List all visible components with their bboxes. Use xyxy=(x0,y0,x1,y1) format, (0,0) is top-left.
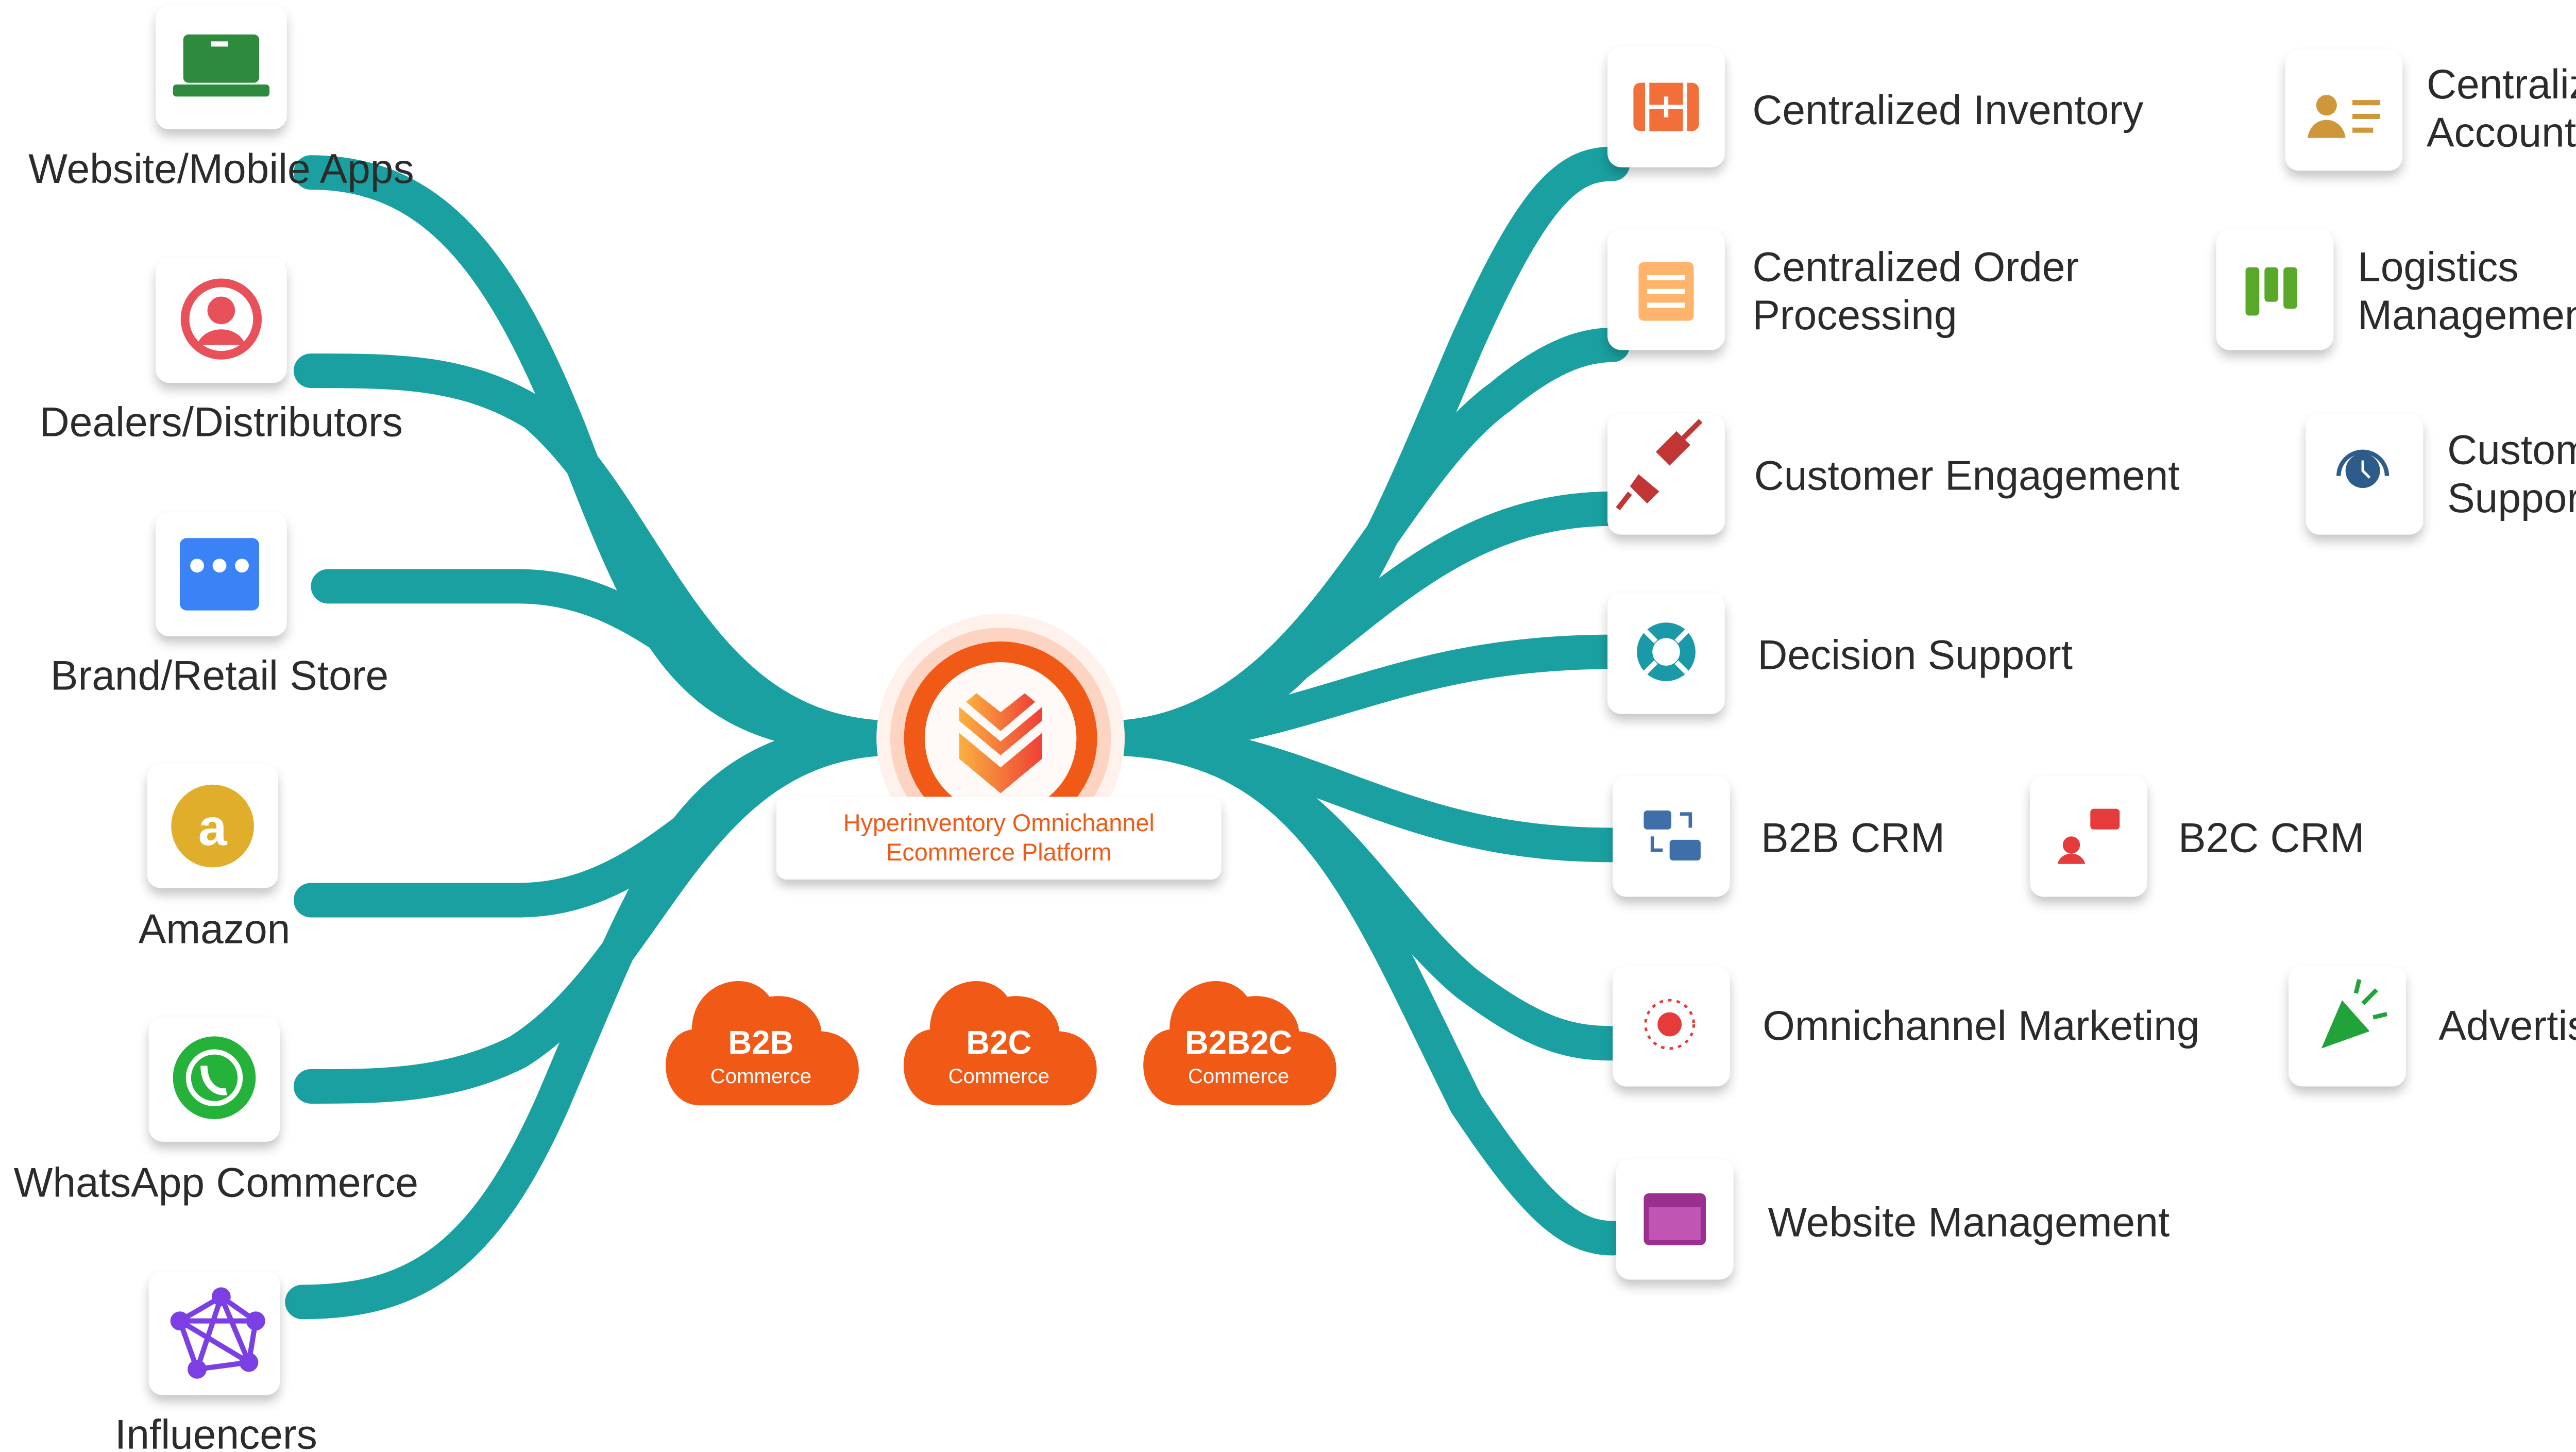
feature-label-line2: Accounting xyxy=(2427,109,2576,156)
channel-label: Dealers/Distributors xyxy=(40,399,403,446)
plug-icon xyxy=(1616,419,1703,511)
headset-clock-icon xyxy=(2336,449,2389,488)
feature-label: Website Management xyxy=(1768,1200,2170,1246)
channel-label: Website/Mobile Apps xyxy=(28,146,414,192)
cloud-b2c: B2C Commerce xyxy=(903,981,1097,1106)
feature-centralized-inventory: Centralized Inventory xyxy=(1607,46,2143,167)
cloud-subtitle: Commerce xyxy=(710,1065,811,1088)
accounting-icon xyxy=(2308,95,2380,138)
feature-customer-support: Customer Support xyxy=(2306,414,2576,535)
platform-title-line2: Ecommerce Platform xyxy=(886,839,1111,866)
channel-label: Amazon xyxy=(139,906,291,953)
cloud-title: B2C xyxy=(966,1024,1031,1061)
store-icon xyxy=(180,538,260,611)
feature-omnichannel-marketing: Omnichannel Marketing xyxy=(1613,966,2200,1087)
cloud-subtitle: Commerce xyxy=(948,1065,1049,1088)
center-hub: Hyperinventory Omnichannel Ecommerce Pla… xyxy=(776,614,1222,880)
platform-label-box xyxy=(776,797,1222,880)
feature-label: B2C CRM xyxy=(2178,815,2364,861)
channel-influencers: Influencers xyxy=(115,1271,317,1452)
order-list-icon xyxy=(1638,262,1694,321)
channel-brand-retail-store: Brand/Retail Store xyxy=(50,512,388,699)
feature-b2c-crm: B2C CRM xyxy=(2030,776,2364,897)
marketing-icon xyxy=(1644,999,1696,1050)
cloud-icon xyxy=(1143,981,1336,1106)
platform-title-line1: Hyperinventory Omnichannel xyxy=(843,809,1155,836)
logistics-icon xyxy=(2245,267,2297,316)
svg-text:a: a xyxy=(198,799,228,856)
b2b-crm-icon xyxy=(1643,810,1701,861)
channel-amazon: a Amazon xyxy=(139,764,291,953)
channel-website-mobile-apps: Website/Mobile Apps xyxy=(28,5,414,192)
lifebuoy-icon xyxy=(1637,622,1696,681)
cloud-icon xyxy=(903,981,1097,1106)
cloud-b2b: B2B Commerce xyxy=(666,981,859,1106)
feature-label-line1: Customer xyxy=(2447,427,2576,473)
feature-label: B2B CRM xyxy=(1761,815,1945,861)
feature-centralized-accounting: Centralized Accounting xyxy=(2285,50,2576,171)
feature-website-management: Website Management xyxy=(1616,1159,2170,1280)
whatsapp-icon xyxy=(173,1036,256,1120)
b2c-crm-icon xyxy=(2057,808,2120,864)
browser-window-icon xyxy=(1643,1193,1706,1245)
feature-label: Advertising xyxy=(2438,1003,2576,1049)
feature-b2b-crm: B2B CRM xyxy=(1613,776,1945,897)
commerce-clouds: B2B Commerce B2C Commerce B2B2C Commerce xyxy=(666,981,1336,1106)
feature-label-line1: Logistics xyxy=(2358,244,2518,291)
feature-label: Omnichannel Marketing xyxy=(1762,1003,2199,1049)
branches xyxy=(285,146,1630,1320)
feature-customer-engagement: Customer Engagement xyxy=(1607,414,2180,535)
network-icon xyxy=(170,1287,265,1379)
cloud-subtitle: Commerce xyxy=(1188,1065,1289,1088)
feature-label-line1: Centralized Order xyxy=(1752,244,2079,291)
channel-dealers-distributors: Dealers/Distributors xyxy=(40,259,403,446)
feature-centralized-order-processing: Centralized Order Processing xyxy=(1607,229,2079,350)
cloud-b2b2c: B2B2C Commerce xyxy=(1143,981,1336,1106)
channel-label: WhatsApp Commerce xyxy=(14,1160,419,1206)
channel-whatsapp-commerce: WhatsApp Commerce xyxy=(14,1017,419,1206)
laptop-icon xyxy=(173,34,270,97)
feature-label: Centralized Inventory xyxy=(1752,87,2143,133)
feature-decision-support: Decision Support xyxy=(1607,593,2073,714)
cloud-title: B2B2C xyxy=(1185,1024,1292,1061)
feature-label-line2: Processing xyxy=(1752,292,1957,339)
cloud-icon xyxy=(666,981,859,1106)
feature-label-line2: Support xyxy=(2447,475,2576,521)
inventory-icon xyxy=(1633,82,1699,131)
feature-label: Customer Engagement xyxy=(1754,452,2180,499)
channel-label: Brand/Retail Store xyxy=(50,653,388,699)
cloud-title: B2B xyxy=(728,1024,793,1061)
user-circle-icon xyxy=(180,278,262,360)
feature-label-line1: Centralized xyxy=(2427,61,2576,108)
amazon-icon: a xyxy=(171,784,254,868)
megaphone-icon xyxy=(2321,978,2387,1049)
feature-label-line2: Management xyxy=(2358,292,2576,339)
feature-logistics-management: Logistics Management xyxy=(2216,229,2576,350)
channel-label: Influencers xyxy=(115,1411,317,1452)
feature-advertising: Advertising xyxy=(2289,966,2576,1087)
feature-label: Decision Support xyxy=(1757,632,2073,679)
